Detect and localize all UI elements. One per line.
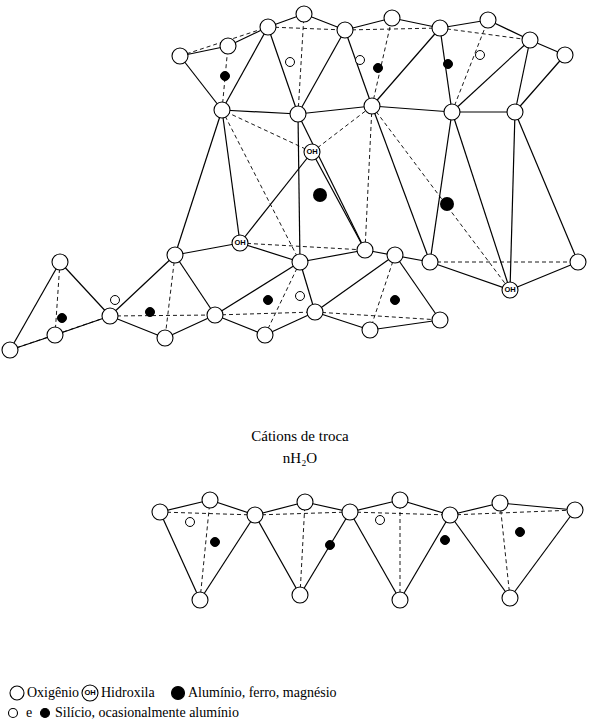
hydroxyl-mark: OH — [234, 239, 245, 247]
legend-text: Oxigênio — [27, 686, 79, 700]
hydroxyl-mark: OH — [84, 689, 95, 697]
interlayer-label: nH₂O — [283, 451, 317, 466]
legend-text: Alumínio, ferro, magnésio — [188, 686, 337, 700]
legend-text: Hidroxila — [101, 686, 155, 700]
hydroxyl-mark: OH — [504, 286, 515, 294]
legend-text: Silício, ocasionalmente alumínio — [55, 706, 239, 720]
hydroxyl-mark: OH — [306, 148, 317, 156]
legend-connector-word: e — [26, 706, 32, 720]
interlayer-label: Cátions de troca — [251, 429, 348, 444]
